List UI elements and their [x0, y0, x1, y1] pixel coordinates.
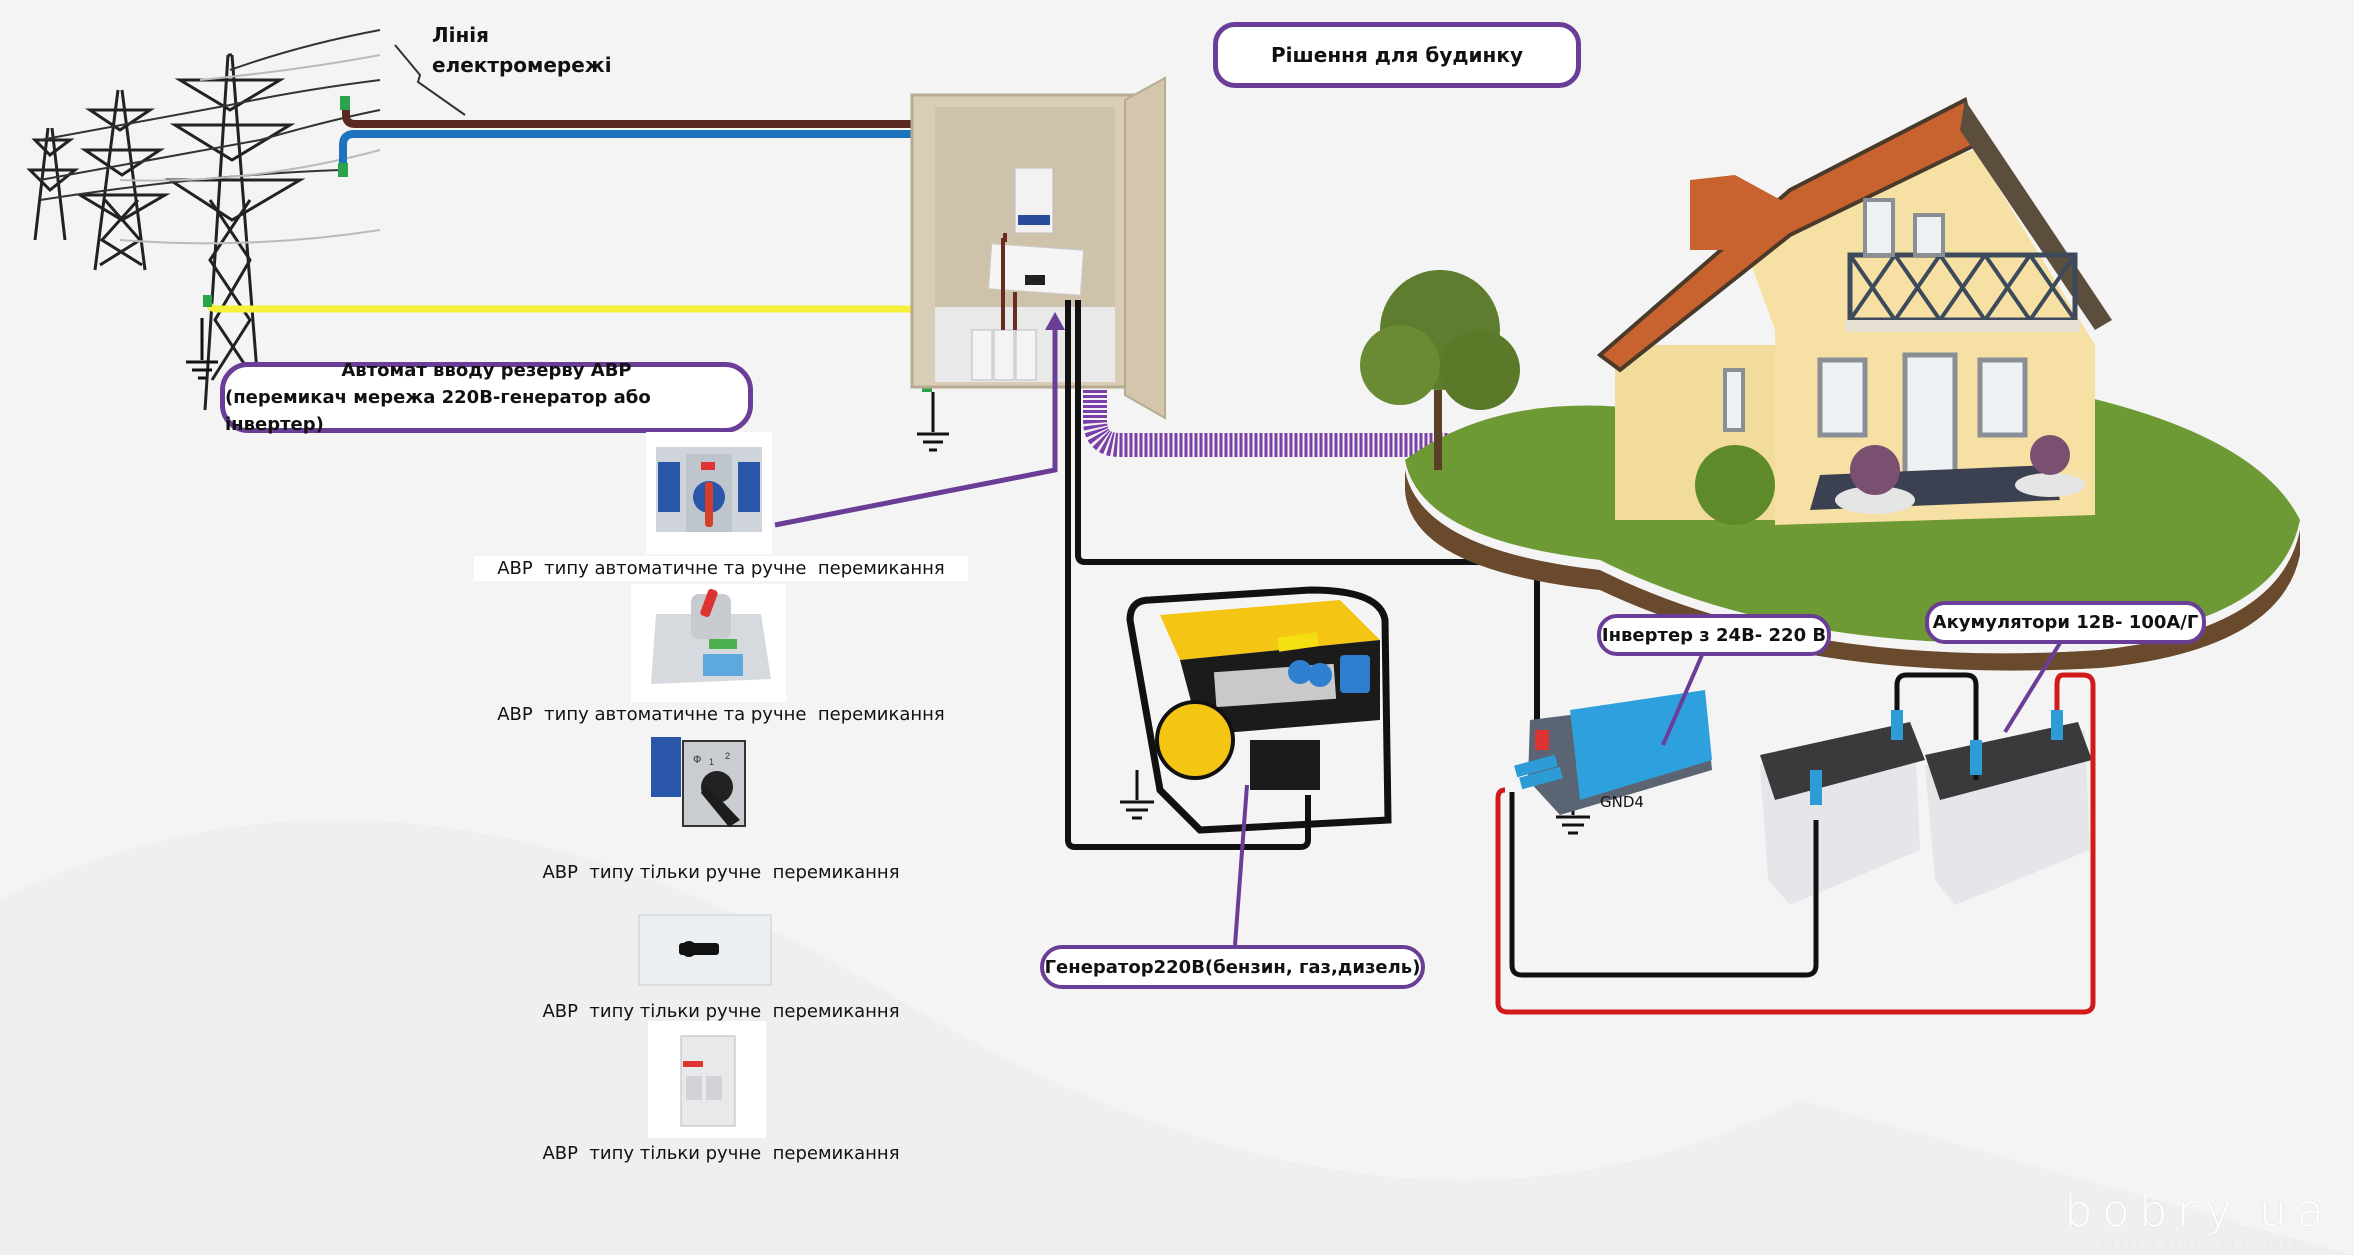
battery-icon — [1760, 722, 2092, 905]
watermark-tagline: шукай • ремонтуй • будуй — [2098, 1237, 2301, 1249]
distribution-cabinet-icon — [910, 76, 1166, 420]
changeover-switch-icon — [634, 895, 776, 995]
house-icon — [1360, 97, 2300, 671]
power-line-pointer — [394, 44, 466, 116]
generator-pointer — [1233, 784, 1249, 946]
cable-clamp-icon — [338, 163, 348, 177]
battery-label: Акумулятори 12В- 100А/Г — [1932, 612, 2199, 633]
ats-pointer — [774, 320, 1058, 528]
ats-caption-1: АВР типу автоматичне та ручне перемиканн… — [474, 556, 968, 581]
generator-cable — [1065, 300, 1311, 850]
power-line-label: Лінія електромережі — [432, 23, 612, 77]
generator-icon — [1126, 586, 1392, 834]
ats-callout-line2: (перемикач мережа 220В-генератор або інв… — [225, 387, 651, 435]
diagram-title: Рішення для будинку — [1271, 43, 1523, 67]
generator-callout: Генератор220В(бензин, газ,дизель) — [1040, 945, 1425, 989]
overhead-cables — [39, 29, 381, 201]
svg-text:1: 1 — [709, 757, 714, 767]
positive-cable — [1495, 672, 2096, 1015]
ats-caption-3: АВР типу тільки ручне перемикання — [542, 862, 900, 883]
modular-changeover-icon — [648, 1021, 766, 1138]
negative-cable — [1509, 792, 1819, 978]
ats-caption-5: АВР типу тільки ручне перемикання — [542, 1143, 900, 1164]
rotary-cam-switch-icon: Ф 1 2 — [645, 735, 770, 835]
inverter-pointer — [1661, 654, 1704, 746]
watermark-brand: bobry.ua — [2064, 1186, 2334, 1237]
power-tower-icon — [26, 53, 306, 411]
ats-caption-2: АВР типу автоматичне та ручне перемиканн… — [497, 704, 945, 725]
ground-label: GND4 — [1600, 793, 1644, 811]
compact-ats-icon — [631, 584, 786, 702]
watermark: bobry.ua шукай • ремонтуй • будуй — [2065, 1186, 2334, 1249]
dual-power-ats-icon — [646, 432, 772, 554]
generator-label: Генератор220В(бензин, газ,дизель) — [1044, 956, 1421, 978]
inverter-callout: Інвертер з 24В- 220 В — [1597, 614, 1831, 656]
svg-text:Ф: Ф — [693, 754, 701, 766]
background-shape — [0, 820, 2354, 1255]
svg-text:2: 2 — [725, 751, 730, 761]
inverter-label: Інвертер з 24В- 220 В — [1601, 624, 1827, 646]
ats-caption-4: АВР типу тільки ручне перемикання — [542, 1001, 900, 1022]
title-callout: Рішення для будинку — [1213, 22, 1581, 88]
conduit-to-house — [1083, 390, 1625, 457]
ats-callout: Автомат вводу резерву АВР (перемикач мер… — [220, 360, 753, 435]
cable-clamp-icon — [340, 96, 350, 110]
battery-link-cable — [1894, 672, 1979, 780]
battery-callout: Акумулятори 12В- 100А/Г — [1925, 601, 2206, 644]
battery-pointer — [2003, 641, 2062, 734]
ats-callout-line1: Автомат вводу резерву АВР — [341, 360, 632, 381]
